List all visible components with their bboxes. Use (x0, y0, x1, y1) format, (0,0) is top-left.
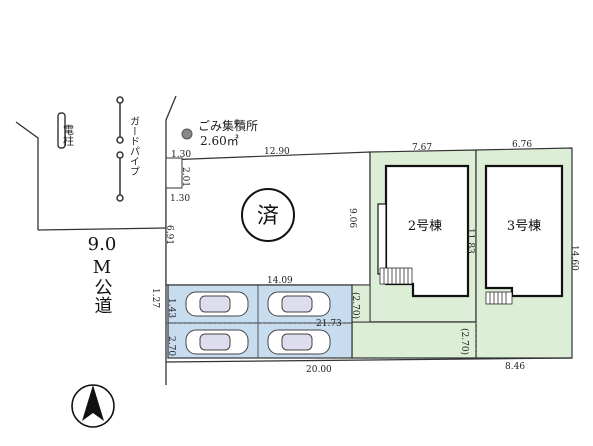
road-unit-label: M (93, 257, 111, 278)
car-icon (185, 291, 249, 317)
dimension-label: 6.91 (164, 225, 174, 245)
north-arrow-icon (71, 384, 115, 428)
dimension-label: 2.70 (166, 336, 176, 356)
house-2-footprint (377, 164, 470, 298)
road-width-label: 9.0 (88, 234, 117, 255)
garbage-label: ごみ集積所 (198, 118, 258, 133)
garbage-area-label: 2.60㎡ (200, 134, 239, 148)
garbage-station-box (165, 157, 183, 189)
dimension-label: 8.46 (505, 362, 525, 372)
house-2-label: 2号棟 (408, 219, 442, 234)
sold-mark-circle (241, 188, 295, 242)
dimension-label: 9.06 (347, 208, 357, 228)
utility-pole-label: 電柱 (62, 124, 75, 147)
shared-driveway-area (351, 321, 477, 359)
dimension-label: 6.76 (512, 140, 532, 150)
sold-mark-label: 済 (257, 204, 279, 229)
guard-pipe-icon (116, 96, 124, 202)
dimension-label: 14.09 (267, 276, 293, 286)
utility-pole-icon (57, 112, 66, 149)
dimension-label: 1.30 (170, 194, 190, 204)
dimension-label: 12.90 (264, 147, 290, 157)
dimension-label: 7.67 (412, 143, 432, 153)
tree-icon (181, 128, 193, 140)
dimension-label: 21.73 (316, 319, 342, 329)
tree-icon (234, 119, 240, 125)
dimension-label: 11.83 (465, 228, 475, 254)
house-3-footprint (484, 164, 564, 305)
dimension-label: 20.00 (306, 365, 332, 375)
car-icon (267, 291, 331, 317)
guard-pipe-label: ガードパイプ (128, 116, 140, 176)
house-3-label: 3号棟 (507, 219, 541, 234)
dimension-label: 2.01 (180, 167, 190, 187)
car-icon (267, 329, 331, 355)
road-name-label: 公道 (92, 278, 113, 314)
dimension-label: 14.60 (569, 245, 579, 271)
dimension-label: 1.30 (171, 150, 191, 160)
dimension-label: (2.70) (350, 292, 361, 319)
car-icon (185, 329, 249, 355)
dimension-label: 1.43 (166, 298, 176, 318)
dimension-label: (2.70) (459, 328, 470, 355)
dimension-label: 1.27 (150, 288, 160, 308)
